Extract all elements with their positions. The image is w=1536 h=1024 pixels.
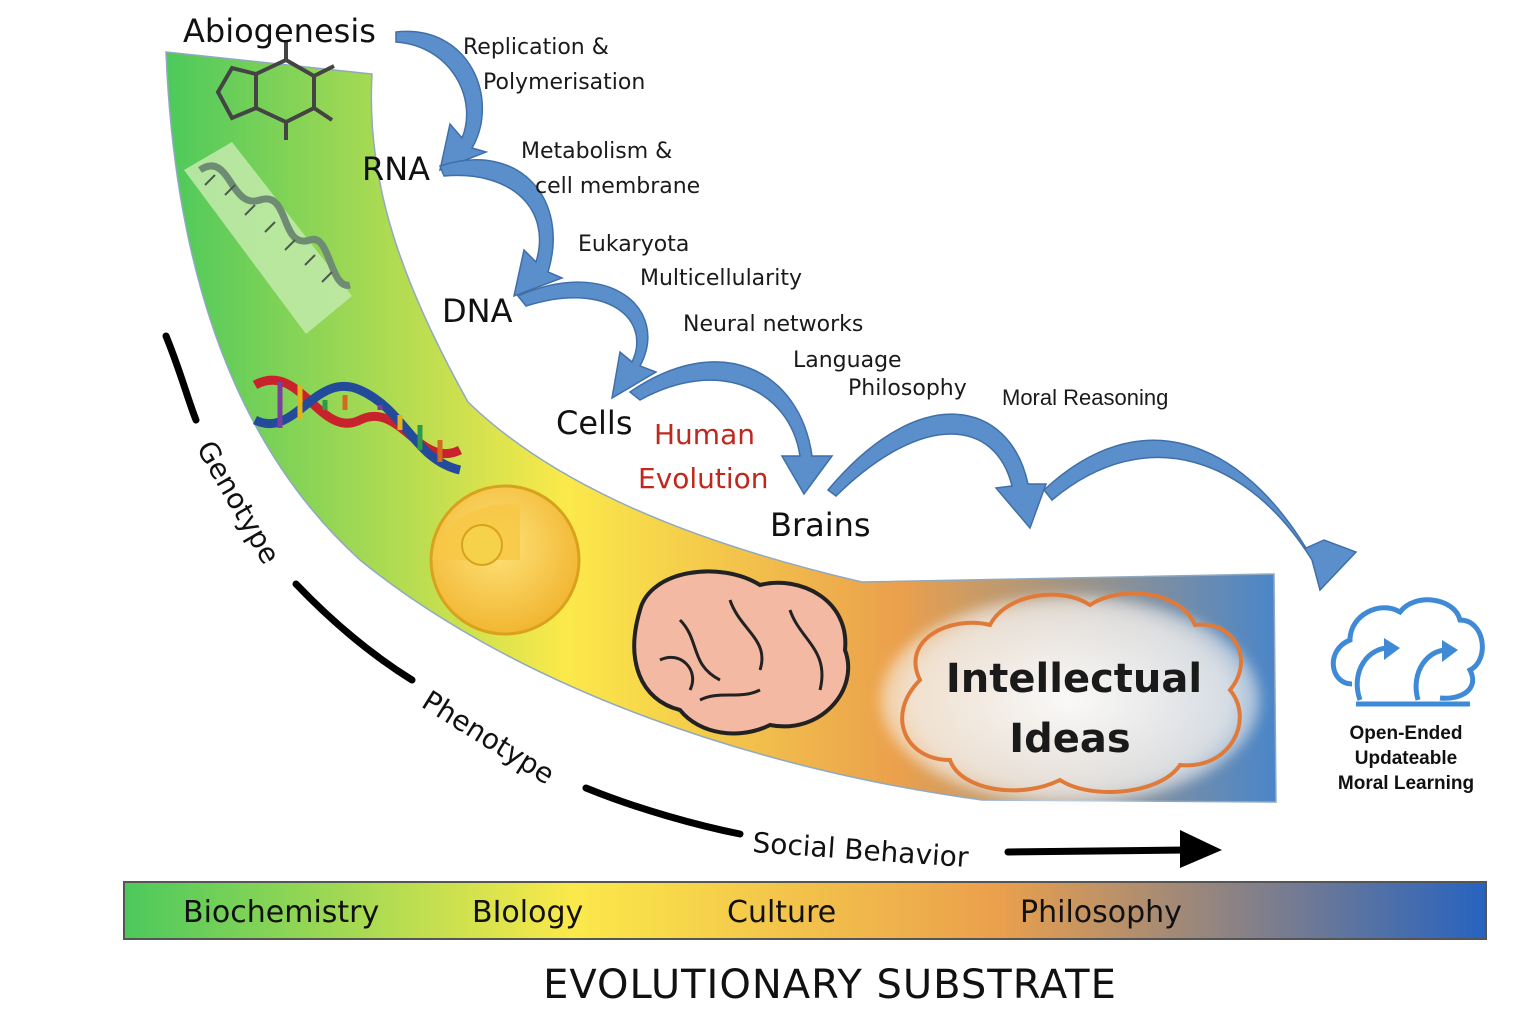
stage-brains: Brains bbox=[770, 506, 871, 544]
brain-icon bbox=[632, 569, 851, 736]
label-metabolism-1: Metabolism & bbox=[521, 139, 672, 164]
moral-learning-line-2: Updateable bbox=[1355, 748, 1457, 769]
rna-strand-icon bbox=[184, 142, 352, 334]
axis-phenotype: Phenotype bbox=[416, 684, 560, 791]
moral-learning-line-1: Open-Ended bbox=[1350, 723, 1463, 744]
stage-cells: Cells bbox=[556, 404, 632, 442]
band-biology: BIology bbox=[472, 895, 583, 930]
intellectual-ideas-cloud: Intellectual Ideas bbox=[880, 591, 1260, 805]
genotype-phenotype-axis bbox=[162, 332, 1190, 856]
human-evolution-line-2: Evolution bbox=[638, 462, 769, 495]
cell-icon bbox=[429, 484, 581, 636]
stage-dna: DNA bbox=[442, 292, 513, 330]
label-eukaryota: Eukaryota bbox=[578, 232, 689, 257]
label-metabolism-2: cell membrane bbox=[535, 174, 700, 199]
label-multicellularity: Multicellularity bbox=[640, 266, 802, 291]
label-replication-1: Replication & bbox=[463, 35, 609, 60]
label-language: Language bbox=[793, 348, 902, 373]
label-replication-2: Polymerisation bbox=[483, 70, 645, 95]
moral-learning-line-3: Moral Learning bbox=[1338, 773, 1474, 794]
band-culture: Culture bbox=[727, 895, 836, 930]
ideas-line-1: Intellectual bbox=[946, 656, 1202, 702]
substrate-title: EVOLUTIONARY SUBSTRATE bbox=[543, 962, 1117, 1008]
molecule-icon bbox=[215, 40, 335, 140]
cloud-sync-icon bbox=[1330, 597, 1485, 707]
dna-helix-icon bbox=[252, 375, 463, 475]
human-evolution-line-1: Human bbox=[654, 418, 755, 451]
axis-arrow-head bbox=[1180, 830, 1222, 868]
stage-abiogenesis: Abiogenesis bbox=[183, 12, 376, 50]
band-philosophy: Philosophy bbox=[1020, 895, 1182, 930]
transition-arrows bbox=[395, 30, 1358, 592]
label-moral-reasoning: Moral Reasoning bbox=[1002, 385, 1168, 410]
band-biochemistry: Biochemistry bbox=[183, 895, 379, 930]
substrate-gradient-bar bbox=[123, 881, 1487, 940]
stage-rna: RNA bbox=[362, 150, 430, 188]
label-neural-networks: Neural networks bbox=[683, 312, 863, 337]
axis-social-behavior: Social Behavior bbox=[752, 826, 971, 874]
label-philosophy: Philosophy bbox=[848, 376, 967, 401]
ideas-line-2: Ideas bbox=[1009, 716, 1130, 762]
